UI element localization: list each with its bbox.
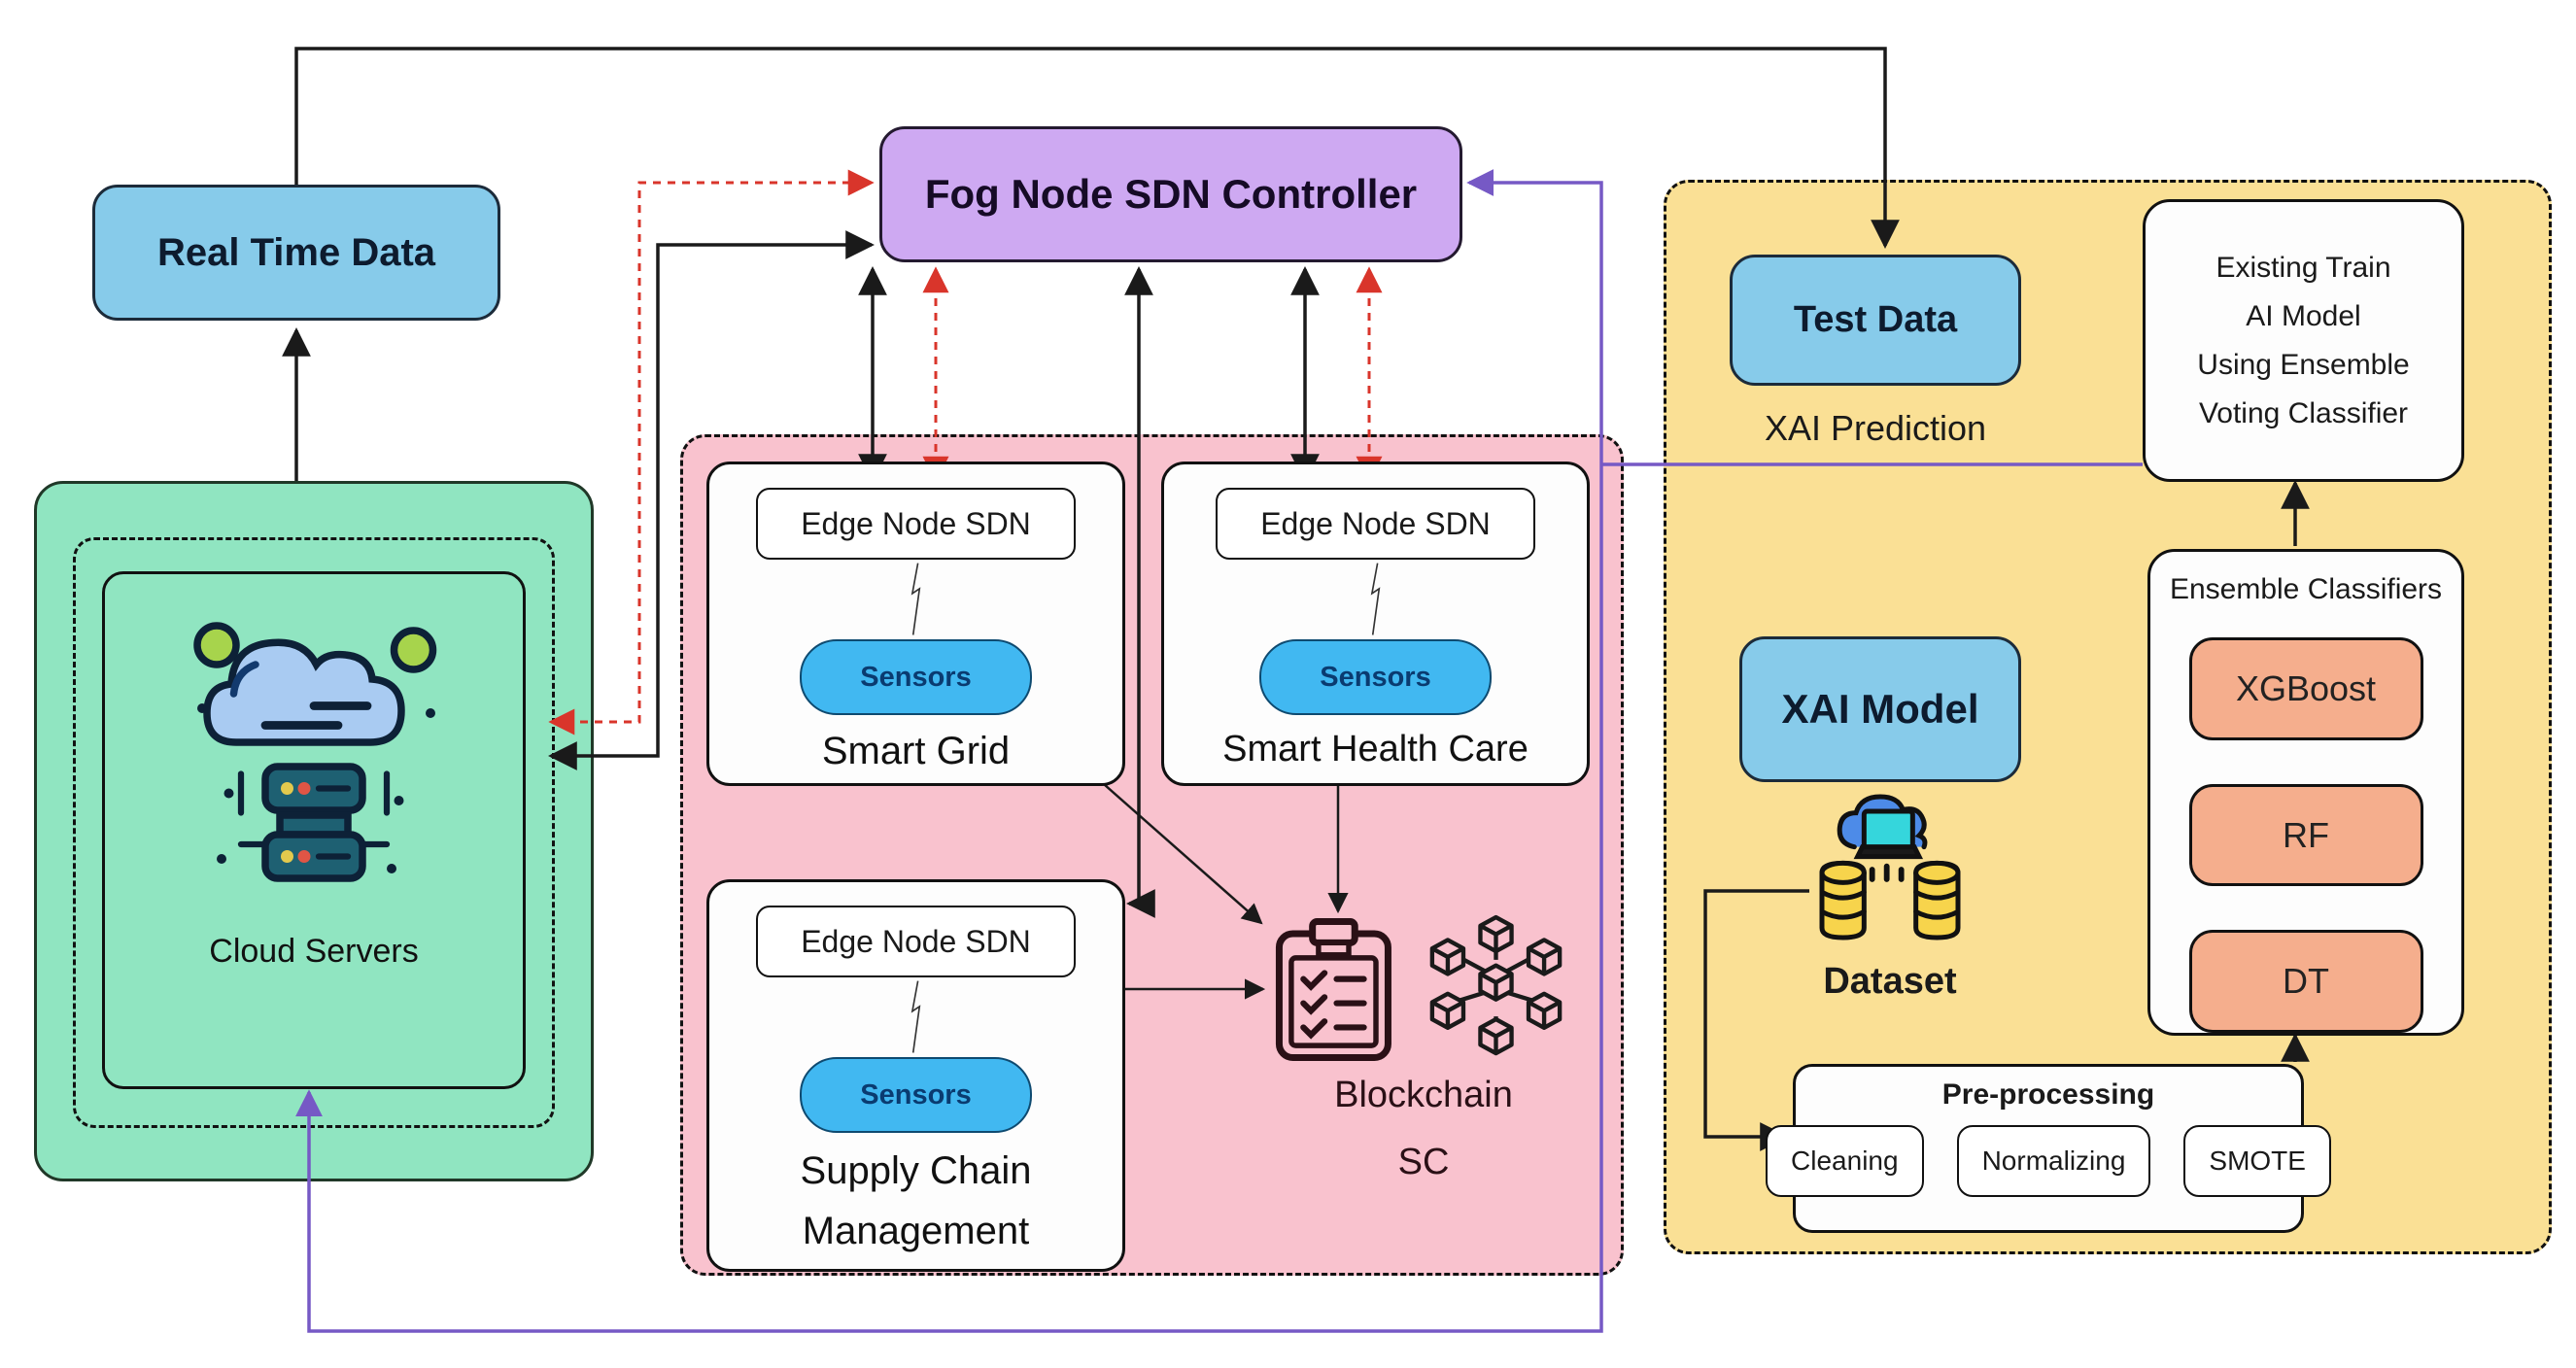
classifier-xgboost-label: XGBoost bbox=[2235, 667, 2377, 708]
classifier-rf: RF bbox=[2188, 783, 2423, 887]
blockchain-network-icon bbox=[1429, 914, 1562, 1056]
classifier-dt: DT bbox=[2188, 930, 2423, 1034]
test-data-box: Test Data bbox=[1730, 255, 2021, 386]
existing-model-line1: Existing Train bbox=[2215, 251, 2391, 284]
smart-grid-card: Edge Node SDN Sensors Smart Grid bbox=[706, 462, 1125, 786]
preprocessing-title: Pre-processing bbox=[1941, 1078, 2155, 1111]
arrow-purple-vertical-to-fog bbox=[1466, 169, 1603, 464]
supply-chain-edge-node-label: Edge Node SDN bbox=[801, 923, 1031, 959]
test-data-label: Test Data bbox=[1793, 299, 1958, 340]
preprocessing-step-normalizing-label: Normalizing bbox=[1981, 1146, 2126, 1176]
dataset-group: Dataset bbox=[1769, 792, 2011, 1015]
existing-model-box: Existing Train AI Model Using Ensemble V… bbox=[2143, 199, 2464, 482]
smart-health-edge-node-box: Edge Node SDN bbox=[1216, 488, 1535, 560]
classifier-xgboost: XGBoost bbox=[2188, 637, 2423, 740]
classifier-rf-label: RF bbox=[2283, 814, 2329, 855]
dataset-icon bbox=[1819, 794, 1961, 940]
blockchain-group: Blockchain SC bbox=[1258, 911, 1589, 1203]
real-time-data-label: Real Time Data bbox=[156, 230, 436, 274]
fog-controller-box: Fog Node SDN Controller bbox=[879, 126, 1462, 262]
ensemble-classifiers-box: Ensemble Classifiers XGBoost RF DT bbox=[2147, 549, 2464, 1036]
lightning-icon bbox=[1370, 563, 1380, 635]
lightning-icon bbox=[910, 563, 920, 635]
lightning-icon bbox=[910, 980, 920, 1053]
supply-chain-sensors-pill: Sensors bbox=[800, 1057, 1032, 1133]
smart-contract-clipboard-icon bbox=[1275, 918, 1391, 1062]
smart-grid-edge-node-label: Edge Node SDN bbox=[801, 505, 1031, 541]
preprocessing-box: Pre-processing Cleaning Normalizing SMOT… bbox=[1766, 1064, 2331, 1233]
preprocessing-step-cleaning-label: Cleaning bbox=[1791, 1146, 1899, 1176]
cloud-servers-label: Cloud Servers bbox=[209, 933, 419, 970]
smart-health-edge-node-label: Edge Node SDN bbox=[1260, 505, 1491, 541]
existing-model-line4: Voting Classifier bbox=[2198, 396, 2409, 429]
preprocessing-step-smote: SMOTE bbox=[2183, 1125, 2331, 1197]
smart-health-card: Edge Node SDN Sensors Smart Health Care bbox=[1161, 462, 1590, 786]
preprocessing-step-normalizing: Normalizing bbox=[1956, 1125, 2151, 1197]
supply-chain-card: Edge Node SDN Sensors Supply Chain Manag… bbox=[706, 879, 1125, 1272]
preprocessing-step-cleaning: Cleaning bbox=[1766, 1125, 1924, 1197]
supply-chain-sensors-label: Sensors bbox=[860, 1078, 972, 1111]
smart-health-label: Smart Health Care bbox=[1222, 729, 1528, 770]
smart-grid-edge-node-box: Edge Node SDN bbox=[756, 488, 1076, 560]
xai-prediction-label: XAI Prediction bbox=[1764, 408, 1987, 448]
blockchain-label-line1: Blockchain bbox=[1334, 1075, 1513, 1115]
ensemble-classifiers-title: Ensemble Classifiers bbox=[2169, 573, 2443, 605]
smart-health-sensors-label: Sensors bbox=[1320, 661, 1431, 693]
classifier-dt-label: DT bbox=[2283, 961, 2329, 1002]
dataset-label: Dataset bbox=[1823, 961, 1957, 1002]
xai-model-box: XAI Model bbox=[1739, 636, 2021, 782]
smart-health-sensors-pill: Sensors bbox=[1259, 639, 1492, 715]
supply-chain-edge-node-box: Edge Node SDN bbox=[756, 906, 1076, 977]
preprocessing-step-smote-label: SMOTE bbox=[2209, 1146, 2306, 1176]
cloud-servers-box: Cloud Servers bbox=[102, 571, 526, 1089]
smart-grid-label: Smart Grid bbox=[821, 730, 1011, 772]
xai-model-label: XAI Model bbox=[1781, 686, 1979, 732]
smart-grid-sensors-label: Sensors bbox=[860, 661, 972, 693]
cloud-servers-icon bbox=[193, 622, 437, 882]
smart-grid-sensors-pill: Sensors bbox=[800, 639, 1032, 715]
real-time-data-box: Real Time Data bbox=[92, 185, 500, 321]
blockchain-label-line2: SC bbox=[1397, 1142, 1450, 1183]
supply-chain-label-line1: Supply Chain bbox=[800, 1149, 1032, 1192]
supply-chain-label-line2: Management bbox=[802, 1210, 1030, 1252]
existing-model-line2: AI Model bbox=[2246, 299, 2361, 332]
fog-controller-label: Fog Node SDN Controller bbox=[924, 171, 1418, 217]
existing-model-line3: Using Ensemble bbox=[2197, 348, 2410, 381]
